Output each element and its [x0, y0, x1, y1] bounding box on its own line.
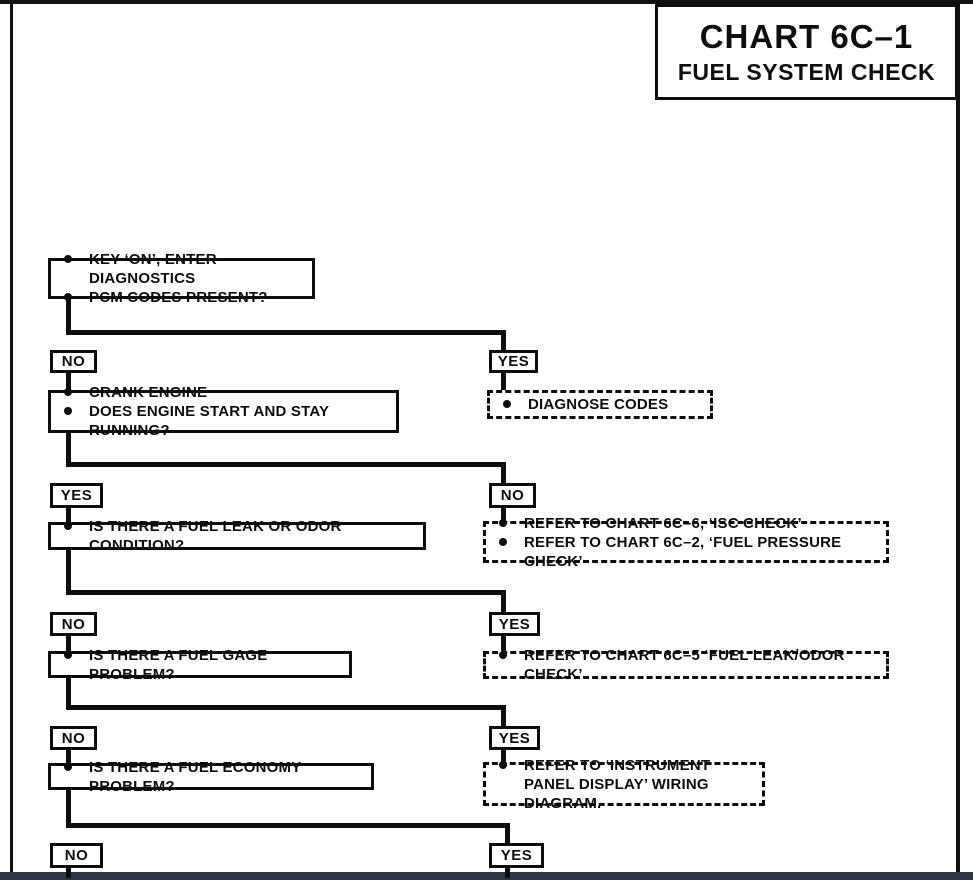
connector-line [66, 636, 71, 651]
connector-line [66, 790, 71, 828]
connector-line [66, 508, 71, 522]
chart-title-box: CHART 6C–1 FUEL SYSTEM CHECK [655, 4, 958, 100]
box-text: IS THERE A FUEL ECONOMY PROBLEM? [89, 758, 302, 795]
bullet-icon [64, 522, 72, 530]
flow-box-diagnose-codes: DIAGNOSE CODES [487, 390, 713, 419]
box-text: REFER TO CHART 6C–2, ‘FUEL PRESSURE CHEC… [524, 533, 842, 570]
branch-label-yes: YES [489, 726, 540, 750]
bullet-icon [499, 760, 507, 769]
flow-box-fuel-gage-question: IS THERE A FUEL GAGE PROBLEM? [48, 647, 352, 683]
bullet-icon [64, 407, 72, 415]
bullet-icon [64, 650, 72, 659]
flow-box-refer-isc-pressure: REFER TO CHART 6C–6, ‘ISC CHECK’ REFER T… [483, 515, 889, 570]
flow-box-refer-instrument-panel: REFER TO ‘INSTRUMENT PANEL DISPLAY’ WIRI… [483, 757, 765, 812]
box-text: DIAGNOSE CODES [528, 396, 669, 413]
bullet-icon [499, 537, 507, 546]
connector-line [501, 636, 506, 651]
flow-box-fuel-leak-question: IS THERE A FUEL LEAK OR ODOR CONDITION? [48, 518, 426, 554]
box-text: REFER TO CHART 6C–5 ‘FUEL LEAK/ODOR CHEC… [524, 647, 845, 683]
connector-line [501, 508, 506, 521]
flow-box-refer-leak-odor: REFER TO CHART 6C–5 ‘FUEL LEAK/ODOR CHEC… [483, 647, 889, 683]
branch-label-no: NO [50, 726, 97, 750]
connector-line [501, 705, 506, 726]
branch-label-no: NO [50, 843, 103, 868]
bullet-icon [64, 255, 72, 263]
bullet-icon [64, 293, 72, 301]
connector-line [501, 330, 506, 350]
connector-line [66, 373, 71, 390]
bullet-icon [499, 651, 507, 659]
connector-line [66, 299, 71, 335]
connector-line [505, 868, 510, 878]
box-text: CRANK ENGINE [89, 384, 208, 401]
box-text: KEY ‘ON’, ENTER DIAGNOSTICS [89, 251, 217, 287]
box-text: IS THERE A FUEL LEAK OR ODOR CONDITION? [89, 518, 342, 554]
branch-label-yes: YES [489, 350, 538, 373]
page-border-bottom [0, 872, 973, 880]
branch-label-no: NO [50, 612, 97, 636]
bullet-icon [503, 400, 511, 408]
connector-line [501, 462, 506, 483]
branch-label-yes: YES [489, 612, 540, 636]
connector-line [66, 433, 71, 467]
connector-line [501, 590, 506, 612]
flow-box-crank-engine: CRANK ENGINE DOES ENGINE START AND STAY … [48, 384, 399, 439]
bullet-icon [64, 388, 72, 396]
flow-box-fuel-economy-question: IS THERE A FUEL ECONOMY PROBLEM? [48, 759, 374, 795]
branch-label-no: NO [489, 483, 536, 508]
box-text: IS THERE A FUEL GAGE PROBLEM? [89, 646, 268, 683]
flow-box-start: KEY ‘ON’, ENTER DIAGNOSTICS PCM CODES PR… [48, 251, 315, 306]
box-text: REFER TO CHART 6C–6, ‘ISC CHECK’ [524, 514, 802, 532]
connector-line [66, 462, 506, 467]
page-border-top [0, 0, 973, 4]
chart-number: CHART 6C–1 [699, 17, 914, 55]
bullet-icon [499, 518, 507, 527]
connector-line [66, 868, 71, 878]
branch-label-yes: YES [50, 483, 103, 508]
connector-line [66, 705, 506, 710]
connector-line [66, 823, 510, 828]
connector-line [66, 330, 506, 335]
branch-label-no: NO [50, 350, 97, 373]
box-text: PCM CODES PRESENT? [89, 289, 268, 306]
box-text: REFER TO ‘INSTRUMENT PANEL DISPLAY’ WIRI… [524, 756, 711, 812]
branch-label-yes: YES [489, 843, 544, 868]
page-border-right [956, 0, 960, 880]
chart-title: FUEL SYSTEM CHECK [677, 58, 936, 85]
connector-line [501, 750, 506, 763]
box-text: DOES ENGINE START AND STAY RUNNING? [89, 403, 329, 439]
connector-line [66, 750, 71, 764]
connector-line [501, 373, 506, 390]
connector-line [66, 590, 506, 595]
connector-line [66, 678, 71, 710]
bullet-icon [64, 762, 72, 771]
connector-line [66, 550, 71, 595]
page-border-left [10, 0, 13, 880]
connector-line [505, 823, 510, 843]
